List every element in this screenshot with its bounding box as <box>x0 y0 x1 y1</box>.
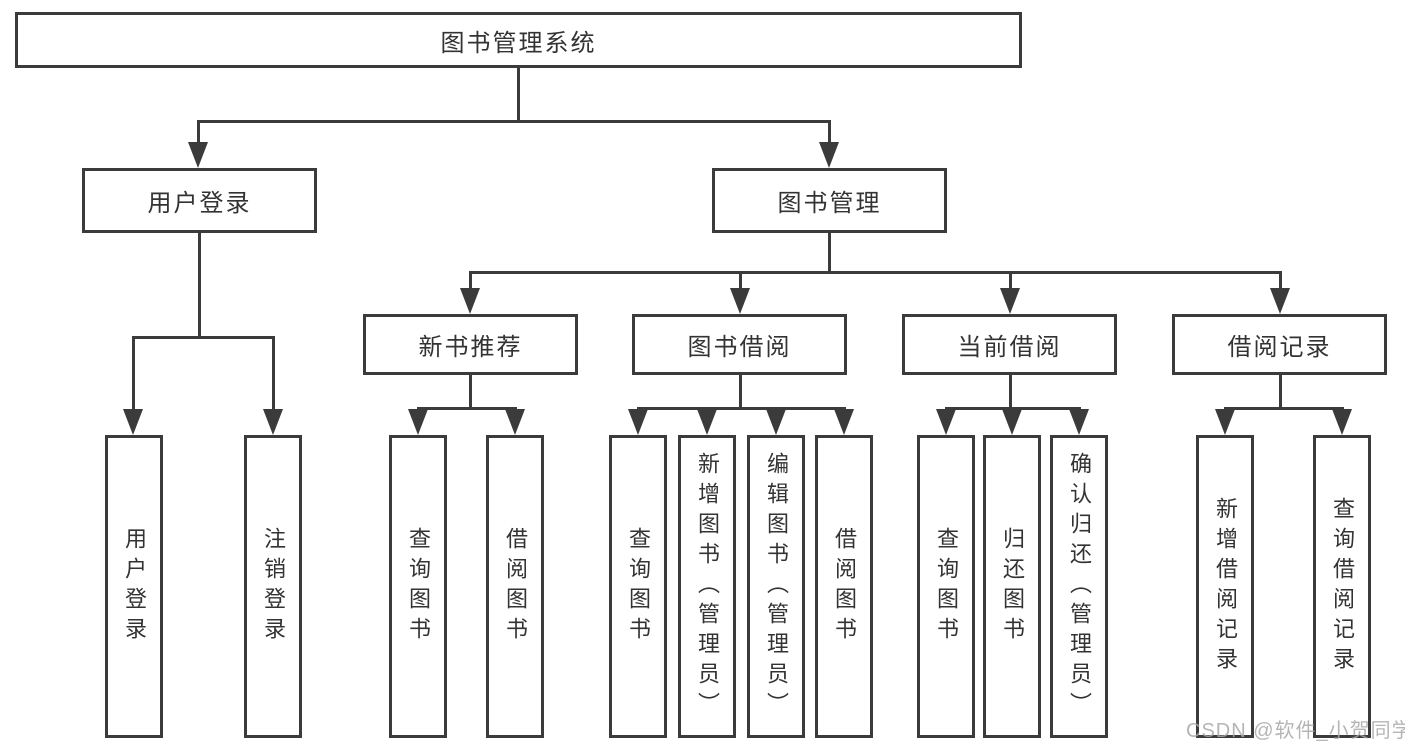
arrow-bb-leaf1 <box>628 409 648 435</box>
arrow-bb-leaf3 <box>766 409 786 435</box>
node-label: 查询借阅记录 <box>1330 496 1355 677</box>
arrow-to-new-books <box>460 288 480 314</box>
arrow-cb-leaf3 <box>1069 409 1089 435</box>
connector-borrowing-top-stem <box>738 271 742 290</box>
node-label: 查询图书 <box>626 526 651 647</box>
node-new-book-recommend: 新书推荐 <box>363 314 578 375</box>
node-label: 新书推荐 <box>418 334 523 361</box>
leaf-bb-query-books: 查询图书 <box>609 435 667 738</box>
connector-root-stem <box>516 68 520 121</box>
node-label: 借阅记录 <box>1227 334 1332 361</box>
node-label: 借阅图书 <box>832 526 857 647</box>
leaf-cb-query-books: 查询图书 <box>917 435 975 738</box>
arrow-to-user-login <box>188 142 208 168</box>
arrow-cb-leaf2 <box>1002 409 1022 435</box>
node-label: 图书管理 <box>777 190 882 217</box>
node-borrowing-records: 借阅记录 <box>1172 314 1387 375</box>
leaf-bb-add-books-admin: 新增图书（管理员） <box>678 435 736 738</box>
connector-new-books-top-stem <box>468 271 472 290</box>
node-label: 查询图书 <box>406 526 431 647</box>
leaf-bb-edit-books-admin: 编辑图书（管理员） <box>747 435 805 738</box>
connector-stem-user-login <box>196 120 200 145</box>
connector-book-mgmt-stem <box>827 233 831 274</box>
node-label: 注销登录 <box>261 526 286 647</box>
connector-current-stem <box>1008 375 1012 409</box>
node-book-borrowing: 图书借阅 <box>632 314 847 375</box>
node-user-login: 用户登录 <box>82 168 317 233</box>
connector-records-stem <box>1278 375 1282 409</box>
arrow-cb-leaf1 <box>936 409 956 435</box>
node-label: 当前借阅 <box>957 334 1062 361</box>
leaf-bb-borrow-books: 借阅图书 <box>815 435 873 738</box>
connector-borrowing-hbar <box>636 407 846 410</box>
arrow-br-leaf1 <box>1215 409 1235 435</box>
node-label: 图书管理系统 <box>440 29 597 57</box>
node-current-borrowing: 当前借阅 <box>902 314 1117 375</box>
connector-user-login-stem <box>197 233 201 338</box>
node-label: 新增图书（管理员） <box>695 451 720 722</box>
connector-user-login-child2-stem <box>271 336 275 411</box>
node-label: 归还图书 <box>1000 526 1025 647</box>
node-book-management: 图书管理 <box>712 168 947 233</box>
connector-user-login-child1-stem <box>131 336 135 411</box>
leaf-nb-borrow-books: 借阅图书 <box>486 435 544 738</box>
node-root-library-system: 图书管理系统 <box>15 12 1022 68</box>
leaf-nb-query-books: 查询图书 <box>389 435 447 738</box>
arrow-to-book-mgmt <box>819 142 839 168</box>
connector-level1-hbar <box>196 120 831 123</box>
connector-current-hbar <box>944 407 1081 410</box>
connector-book-mgmt-hbar <box>468 271 1282 274</box>
leaf-br-query-record: 查询借阅记录 <box>1313 435 1371 738</box>
arrow-br-leaf2 <box>1332 409 1352 435</box>
connector-user-login-hbar <box>131 336 275 339</box>
arrow-to-login-leaf <box>123 409 143 435</box>
connector-current-top-stem <box>1008 271 1012 290</box>
csdn-watermark: CSDN @软件_小贺同学 <box>1186 720 1405 742</box>
arrow-bb-leaf4 <box>834 409 854 435</box>
node-label: 确认归还（管理员） <box>1067 451 1092 722</box>
node-label: 用户登录 <box>122 526 147 647</box>
leaf-cb-return-books: 归还图书 <box>983 435 1041 738</box>
leaf-user-login: 用户登录 <box>105 435 163 738</box>
arrow-nb-leaf2 <box>505 409 525 435</box>
node-label: 用户登录 <box>147 190 252 217</box>
node-label: 查询图书 <box>934 526 959 647</box>
node-label: 借阅图书 <box>503 526 528 647</box>
connector-records-top-stem <box>1278 271 1282 290</box>
node-label: 编辑图书（管理员） <box>764 451 789 722</box>
leaf-logout: 注销登录 <box>244 435 302 738</box>
connector-records-hbar <box>1223 407 1344 410</box>
connector-stem-book-mgmt <box>827 120 831 145</box>
leaf-cb-confirm-return-admin: 确认归还（管理员） <box>1050 435 1108 738</box>
arrow-to-records <box>1270 288 1290 314</box>
arrow-to-borrowing <box>730 288 750 314</box>
connector-borrowing-stem <box>738 375 742 409</box>
node-label: 新增借阅记录 <box>1213 496 1238 677</box>
arrow-to-logout-leaf <box>263 409 283 435</box>
connector-new-books-stem <box>468 375 472 409</box>
node-label: 图书借阅 <box>687 334 792 361</box>
connector-new-books-hbar <box>416 407 517 410</box>
arrow-nb-leaf1 <box>408 409 428 435</box>
arrow-bb-leaf2 <box>697 409 717 435</box>
leaf-br-add-record: 新增借阅记录 <box>1196 435 1254 738</box>
arrow-to-current <box>1000 288 1020 314</box>
